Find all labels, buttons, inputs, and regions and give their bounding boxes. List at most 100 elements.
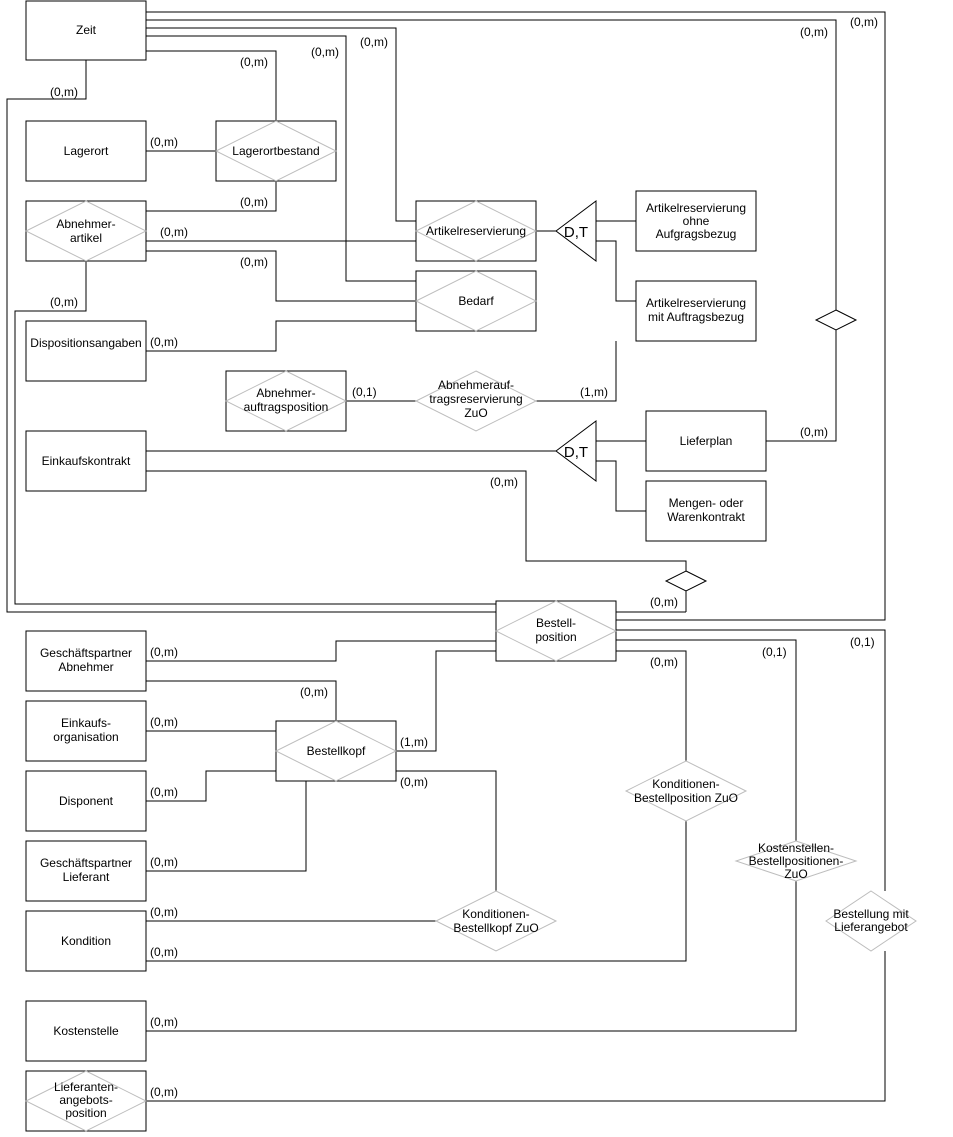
card-bestellposition-konditionen: (0,m) [650,655,678,669]
card-abnehmerartikel-lagerortbestand: (0,m) [240,195,268,209]
entity-ar-mit-auftragsbezug: Artikelreservierung mit Auftragsbezug [635,280,757,342]
generalization-artikelreservierung: D,T [555,200,597,262]
card-zeit-relation: (0,m) [800,25,828,39]
card-lieferplan-relation: (0,m) [800,425,828,439]
entity-gp-abnehmer-label-1: Geschäftspartner [40,646,132,660]
card-zeit-bottom: (0,m) [50,85,78,99]
card-bestellposition-lieferangebot: (0,1) [850,635,875,649]
generalization-einkaufskontrakt: D,T [555,420,597,482]
card-bestellkopf-bestellposition: (1,m) [400,735,428,749]
card-gp-abnehmer: (0,m) [150,645,178,659]
relationship-abnehmerauftragsreservierung-label-3: ZuO [464,406,487,420]
line-zeit-lagerortbestand [146,50,277,121]
line-abnehmerartikel-lagerortbestand [146,181,277,212]
card-bestellkopf-top: (0,m) [300,685,328,699]
line-bestellposition-konditionen [616,650,687,761]
entity-ar-mit-label-1: Artikelreservierung [646,296,746,310]
entity-lagerortbestand: Lagerortbestand [214,120,338,182]
entity-artikelreservierung-label: Artikelreservierung [426,224,526,238]
entity-lieferantenangebot-label-3: position [65,1106,106,1120]
entity-einkaufsorganisation-label-2: organisation [53,730,118,744]
entity-lieferantenangebotsposition: Lieferanten- angebots- position [24,1070,148,1132]
line-zeit-bedarf [146,35,416,282]
entity-bestellposition-label-1: Bestell- [536,616,576,630]
entity-dispositionsangaben: Dispositionsangaben [25,320,147,382]
relationship-kostenstellen-label-2: Bestellpositionen- [749,854,844,868]
card-zeit-artikelreservierung: (0,m) [360,35,388,49]
card-lieferantenangebotsposition: (0,m) [150,1085,178,1099]
line-gp-abnehmer-bestellposition [146,640,496,662]
entity-mengenkontrakt-label-1: Mengen- oder [669,496,744,510]
card-kostenstelle: (0,m) [150,1015,178,1029]
entity-lieferplan-label: Lieferplan [680,434,733,448]
entity-bestellposition: Bestell- position [494,600,618,662]
line-generalization-ar-mit [596,240,636,302]
card-ar-mit-reservierung: (1,m) [580,385,608,399]
entity-bestellkopf: Bestellkopf [274,720,398,782]
entity-kondition-label: Kondition [61,934,111,948]
entity-zeit-label: Zeit [76,23,97,37]
entity-kondition: Kondition [25,910,147,972]
entity-gp-lieferant-label-1: Geschäftspartner [40,856,132,870]
entity-einkaufskontrakt: Einkaufskontrakt [25,430,147,492]
entity-bestellkopf-label: Bestellkopf [307,744,366,758]
entity-lagerort-label: Lagerort [64,144,109,158]
entity-abnehmerauftragsposition-label-2: auftragsposition [244,400,329,414]
entity-dispositionsangaben-label: Dispositionsangaben [30,336,141,350]
line-bestellkopf-bestellposition [396,650,496,752]
entity-lagerort: Lagerort [25,120,147,182]
entity-einkaufsorganisation-label-1: Einkaufs- [61,716,111,730]
relationship-abnehmerauftragsreservierung: Abnehmerauf- tragsreservierung ZuO [414,370,538,432]
card-abnehmerartikel-artikelreservierung: (0,m) [160,225,188,239]
relationship-konditionen-bestellkopf-label-2: Bestellkopf ZuO [453,921,538,935]
entity-abnehmerauftragsposition: Abnehmer- auftragsposition [224,370,348,432]
relationship-bestellung-lieferangebot: Bestellung mit Lieferangebot [825,890,917,952]
line-zeit-outer [146,11,886,621]
entity-ar-ohne-label-1: Artikelreservierung [646,201,746,215]
relationship-konditionen-bestellposition-label-2: Bestellposition ZuO [634,791,738,805]
line-dispositionsangaben-bedarf [146,320,416,352]
generalization-label-2: D,T [564,444,588,461]
relationship-kostenstellen-bestellpositionen: Kostenstellen- Bestellpositionen- ZuO [734,840,858,882]
entity-mengenkontrakt: Mengen- oder Warenkontrakt [645,480,767,542]
entity-gp-lieferant: Geschäftspartner Lieferant [25,840,147,902]
line-bestellposition-kostenstellen [616,639,797,841]
entity-mengenkontrakt-label-2: Warenkontrakt [667,510,745,524]
entity-kostenstelle: Kostenstelle [25,1000,147,1062]
entity-disponent: Disponent [25,770,147,832]
entity-ar-mit-label-2: mit Auftragsbezug [648,310,744,324]
entity-bedarf-label: Bedarf [458,294,494,308]
card-bestellkopf-konditionen: (0,m) [400,775,428,789]
line-bestellkopf-konditionen [396,770,497,891]
relationship-konditionen-bestellkopf: Konditionen- Bestellkopf ZuO [434,890,558,952]
line-zeit-relation [146,19,837,310]
card-kondition-bestellkopf: (0,m) [150,905,178,919]
entity-abnehmerauftragsposition-label-1: Abnehmer- [256,386,315,400]
entity-einkaufskontrakt-label: Einkaufskontrakt [42,454,131,468]
entity-kostenstelle-label: Kostenstelle [53,1024,119,1038]
entity-lieferantenangebot-label-1: Lieferanten- [54,1080,118,1094]
entity-gp-lieferant-label-2: Lieferant [63,870,110,884]
entity-abnehmerartikel-label-1: Abnehmer- [56,217,115,231]
line-gp-lieferant-bestellkopf [146,781,307,872]
line-kostenstelle-kostenstellen-zuo [146,881,797,1032]
entity-ar-ohne-label-3: Aufgragsbezug [656,227,737,241]
card-kondition-bestellposition: (0,m) [150,945,178,959]
card-abnehmerartikel-bottom: (0,m) [50,295,78,309]
entity-gp-abnehmer-label-2: Abnehmer [58,660,113,674]
relationship-abnehmerauftragsreservierung-label-1: Abnehmerauf- [438,378,514,392]
line-lieferantenangebot-bestellung [146,951,886,1102]
line-einkaufskontrakt-relation [146,470,687,571]
entity-lieferantenangebot-label-2: angebots- [59,1093,112,1107]
entity-ar-ohne-auftragsbezug: Artikelreservierung ohne Aufgragsbezug [635,190,757,252]
generalization-label-1: D,T [564,224,588,241]
relationship-kostenstellen-label-3: ZuO [784,867,807,881]
cardinality-labels: (0,m) (0,m) (0,m) (0,m) (0,m) (0,m) (0,m… [50,15,878,1099]
line-abnehmerartikel-bottom [14,261,496,605]
card-lagerort-lagerortbestand: (0,m) [150,135,178,149]
card-dispositionsangaben-bedarf: (0,m) [150,335,178,349]
card-einkaufsorganisation: (0,m) [150,715,178,729]
connector-lines [6,11,886,1102]
card-zeit-outer: (0,m) [850,15,878,29]
